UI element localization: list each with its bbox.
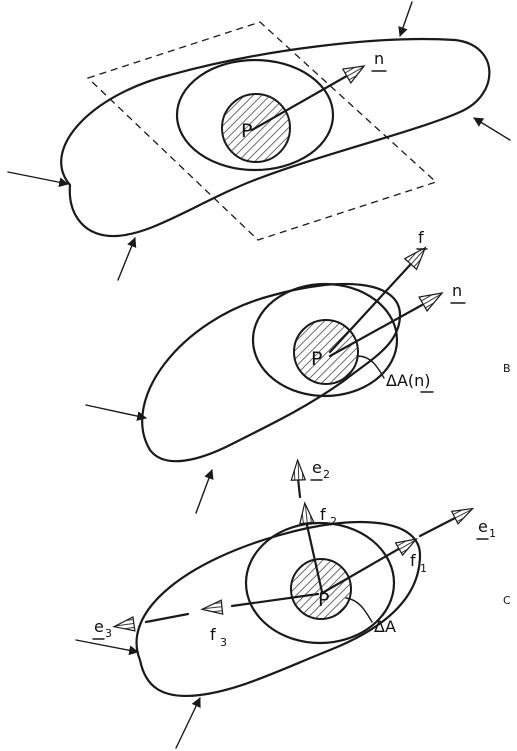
panel-a: P n	[7, 1, 511, 281]
force-label-f1: f	[410, 551, 416, 570]
point-label-b: P	[311, 348, 322, 370]
basis-label-e2: e	[312, 458, 322, 477]
force-vector-f2	[305, 523, 324, 594]
force-sub-f2: 2	[330, 515, 337, 528]
section-circle-c	[244, 521, 396, 645]
basis-arrowhead-e2	[290, 458, 307, 481]
point-label-a: P	[241, 120, 252, 142]
area-label-c: ΔA	[374, 617, 396, 636]
force-arrowhead-f2	[299, 501, 315, 525]
normal-label-a: n	[374, 49, 384, 68]
hatched-region-b	[293, 319, 359, 385]
basis-label-e1: e	[478, 517, 488, 536]
point-label-c: P	[318, 589, 329, 611]
load-arrow-a4	[473, 117, 511, 141]
load-arrow-a1	[7, 171, 69, 188]
force-vector-f1	[322, 545, 404, 594]
basis-label-e3: e	[94, 617, 104, 636]
body-outline-a	[60, 37, 491, 238]
panel-letter-c: C	[503, 594, 511, 607]
force-arrowhead-b	[403, 246, 427, 271]
basis-sub-e1: 1	[489, 527, 496, 540]
area-leader-b	[356, 355, 385, 379]
force-sub-f1: 1	[420, 562, 427, 575]
basis-vector-e2-stem	[296, 476, 302, 499]
normal-arrowhead-b	[418, 292, 444, 312]
force-arrowhead-f1	[394, 538, 418, 557]
normal-vector-b	[328, 303, 424, 358]
basis-vector-e1-stem	[418, 516, 457, 538]
load-arrow-c1	[75, 639, 139, 656]
force-sub-f3: 3	[220, 636, 227, 649]
load-arrow-b1	[85, 404, 147, 421]
cutting-plane	[86, 21, 438, 241]
basis-sub-e2: 2	[323, 468, 330, 481]
panel-c: e 2 f 2 e 1 f 1 e 3 f 3 P Δ	[75, 458, 511, 749]
basis-sub-e3: 3	[105, 627, 112, 640]
body-outline-b	[141, 282, 402, 463]
force-vector-b	[328, 263, 412, 354]
section-circle-a	[175, 58, 335, 172]
basis-arrowhead-e3	[112, 616, 136, 632]
force-label-b: f	[418, 228, 424, 247]
force-label-f3: f	[210, 625, 216, 644]
area-leader-c	[345, 597, 373, 623]
force-arrowhead-f3	[200, 599, 224, 615]
basis-arrowhead-e1	[450, 507, 475, 525]
load-arrow-a2	[117, 237, 137, 281]
area-label-b: ΔA(n)	[386, 371, 431, 390]
force-label-f2: f	[320, 505, 326, 524]
panel-letter-b: B	[503, 362, 511, 375]
load-arrow-a3	[398, 1, 413, 37]
normal-arrowhead-a	[341, 65, 366, 84]
load-arrow-c2	[175, 697, 201, 749]
normal-vector-a	[250, 71, 354, 132]
basis-vector-e3-stem	[144, 612, 190, 624]
panel-b: f n P ΔA(n) B	[85, 228, 511, 514]
force-vector-f3	[230, 592, 320, 608]
body-outline-c	[135, 520, 422, 698]
normal-label-b: n	[452, 281, 462, 300]
load-arrow-b2	[195, 469, 214, 514]
section-circle-b	[251, 282, 399, 398]
